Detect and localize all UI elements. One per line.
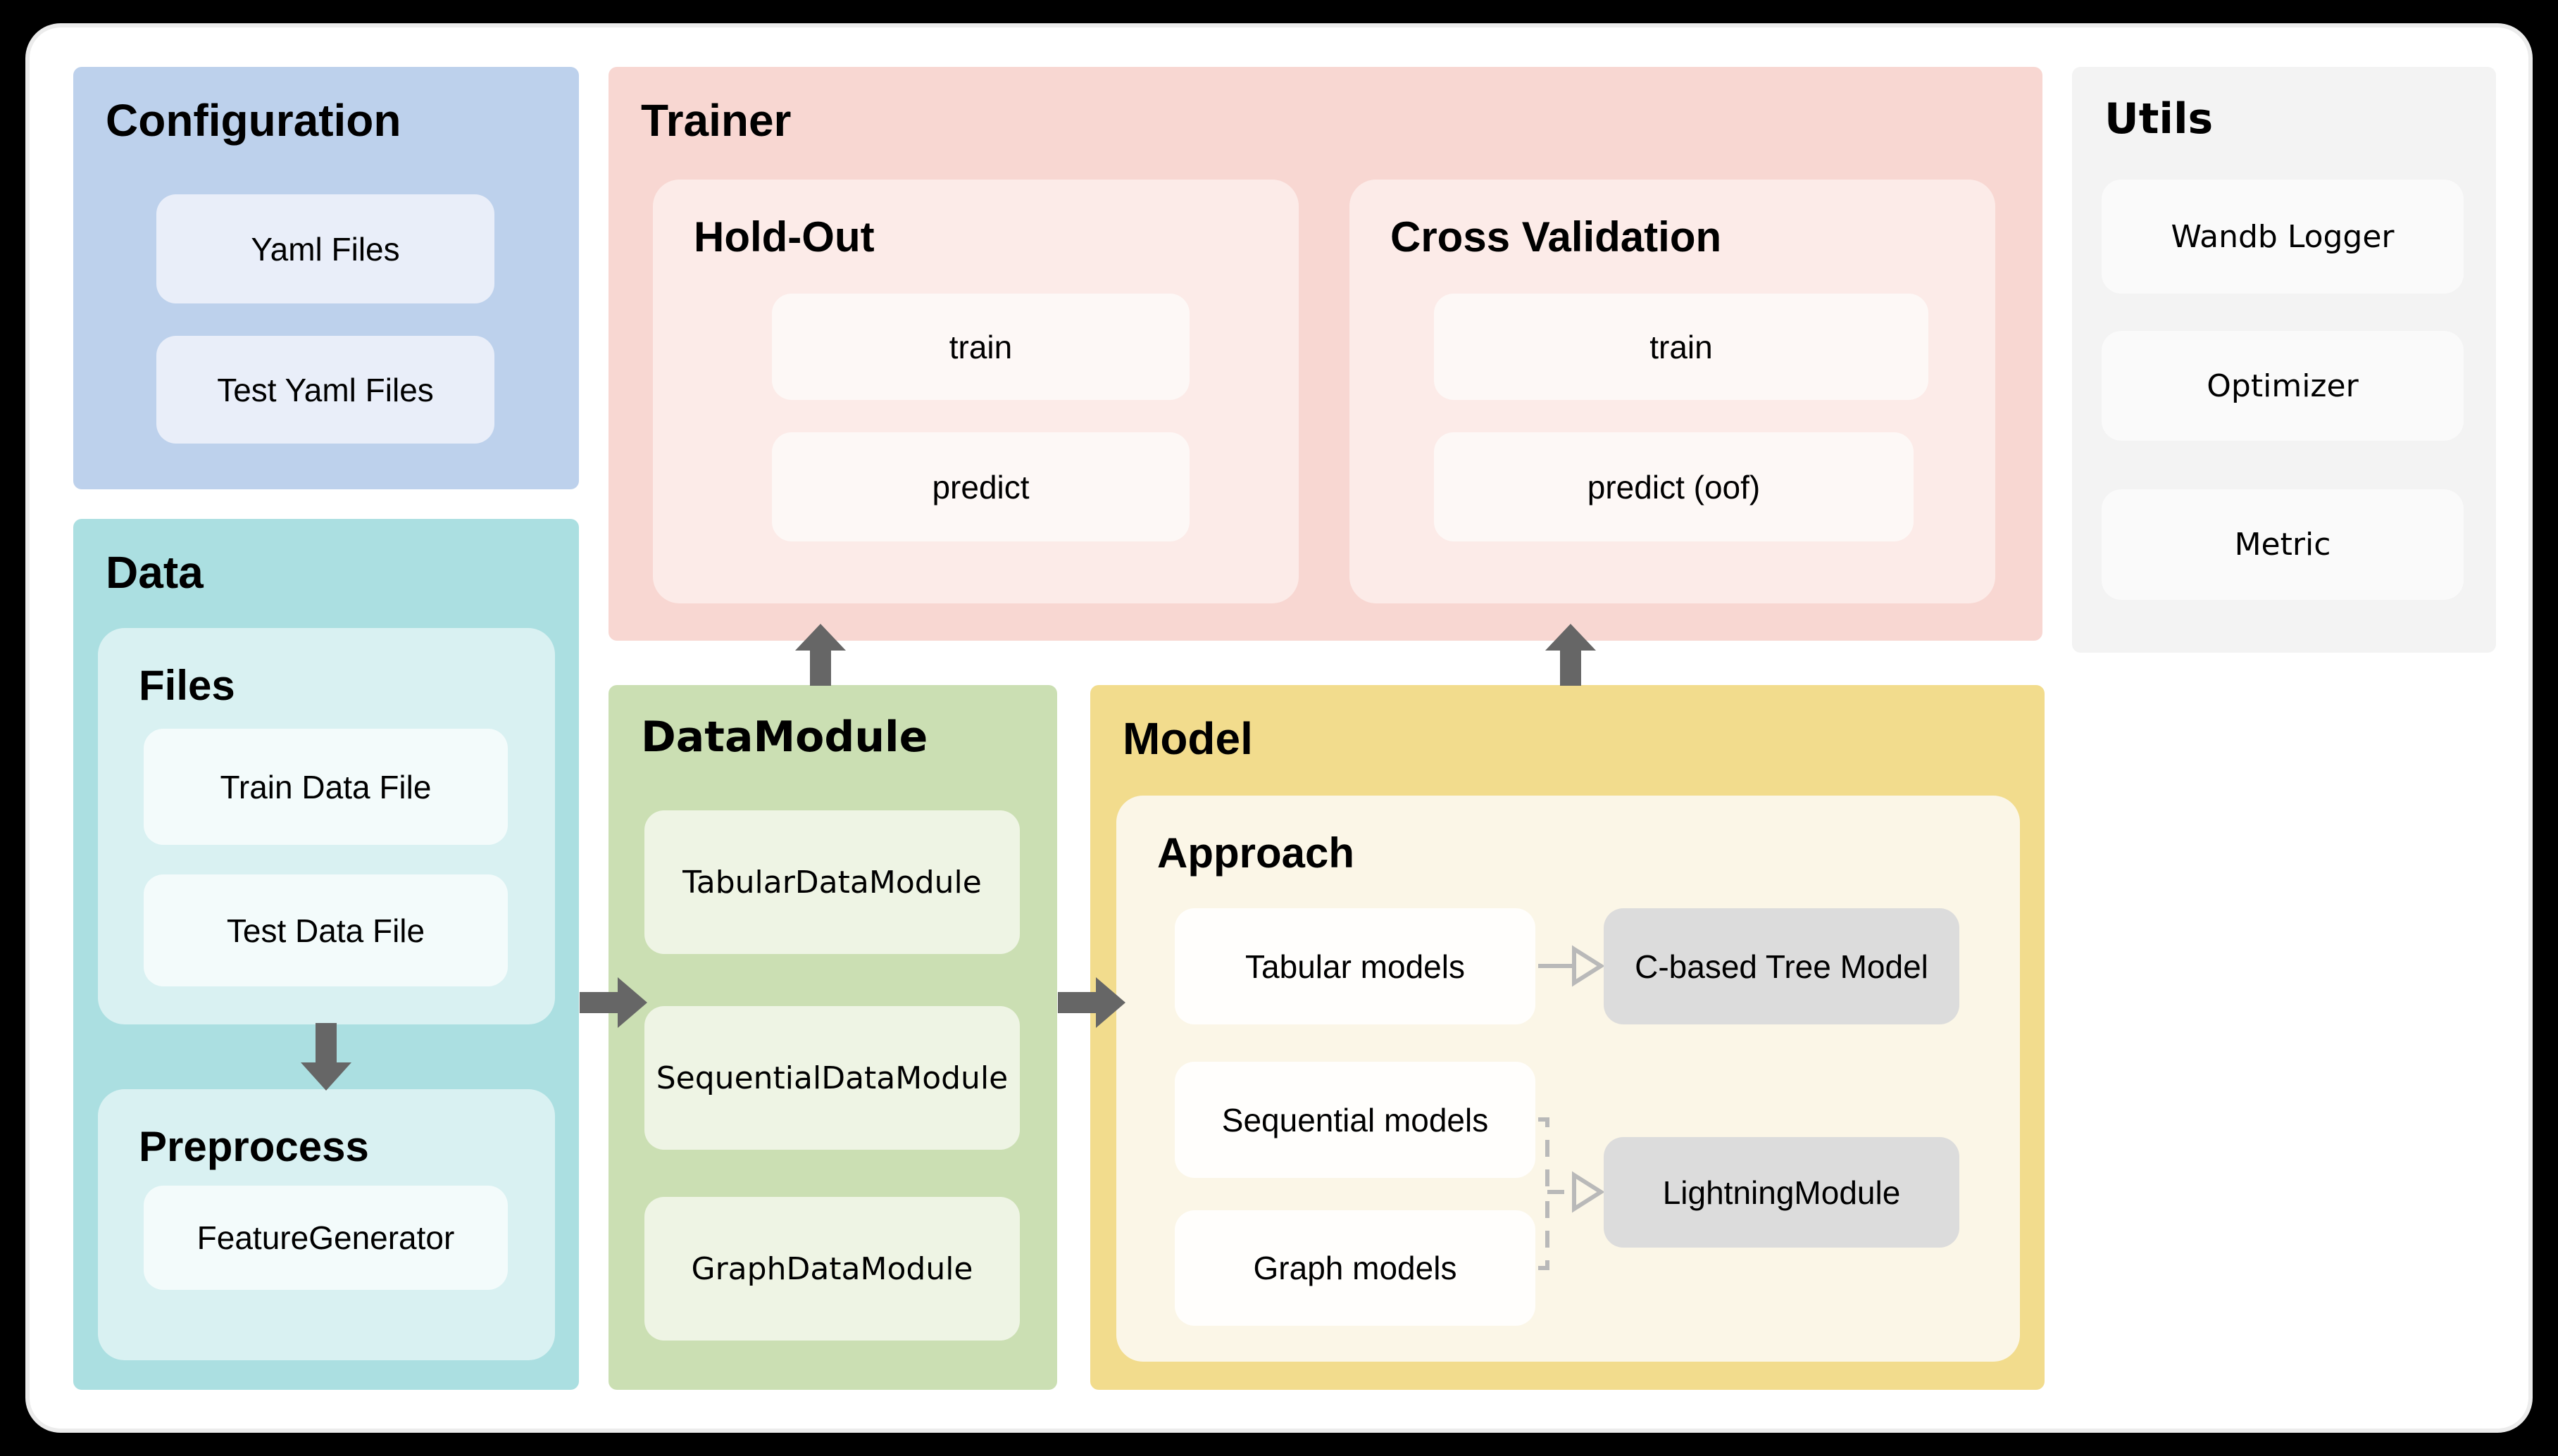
tabular-datamodule-box: TabularDataModule: [644, 810, 1020, 954]
section-trainer: Trainer Hold-Out train predict Cross Val…: [609, 67, 2042, 641]
sequential-datamodule-box: SequentialDataModule: [644, 1006, 1020, 1150]
feature-generator-box: FeatureGenerator: [144, 1186, 508, 1290]
cross-validation-title: Cross Validation: [1390, 213, 1722, 261]
arrow-data-to-datamodule: [580, 977, 647, 1028]
section-configuration: Configuration Yaml Files Test Yaml Files: [73, 67, 579, 489]
connector-tabular-to-tree-model: [1538, 945, 1605, 987]
arrow-datamodule-to-model: [1058, 977, 1125, 1028]
optimizer-box: Optimizer: [2102, 331, 2464, 441]
wandb-logger-box: Wandb Logger: [2102, 180, 2464, 294]
tabular-models-box: Tabular models: [1175, 908, 1535, 1024]
panel-approach: Approach Tabular models Sequential model…: [1116, 796, 2020, 1362]
cv-predict-oof-box: predict (oof): [1434, 432, 1914, 541]
holdout-predict-box: predict: [772, 432, 1190, 541]
datamodule-title: DataModule: [641, 713, 928, 762]
panel-cross-validation: Cross Validation train predict (oof): [1349, 180, 1995, 603]
trainer-title: Trainer: [641, 95, 792, 146]
configuration-title: Configuration: [106, 95, 401, 146]
test-yaml-files-box: Test Yaml Files: [156, 336, 494, 444]
train-data-file-box: Train Data File: [144, 729, 508, 845]
graph-datamodule-box: GraphDataModule: [644, 1197, 1020, 1341]
connector-sequential-graph-to-lightningmodule: [1538, 945, 1605, 1270]
lightning-module-box: LightningModule: [1604, 1137, 1959, 1248]
section-utils: Utils Wandb Logger Optimizer Metric: [2072, 67, 2496, 653]
section-model: Model Approach Tabular models Sequential…: [1090, 685, 2045, 1390]
panel-files: Files Train Data File Test Data File: [98, 628, 555, 1024]
yaml-files-box: Yaml Files: [156, 194, 494, 303]
c-based-tree-model-box: C-based Tree Model: [1604, 908, 1959, 1024]
approach-title: Approach: [1157, 829, 1355, 877]
metric-box: Metric: [2102, 489, 2464, 600]
sequential-models-box: Sequential models: [1175, 1062, 1535, 1178]
section-data: Data Files Train Data File Test Data Fil…: [73, 519, 579, 1390]
arrow-model-to-trainer: [1545, 624, 1596, 686]
preprocess-title: Preprocess: [139, 1123, 369, 1170]
panel-preprocess: Preprocess FeatureGenerator: [98, 1089, 555, 1360]
hold-out-title: Hold-Out: [694, 213, 875, 261]
test-data-file-box: Test Data File: [144, 874, 508, 986]
cv-train-box: train: [1434, 294, 1928, 400]
panel-hold-out: Hold-Out train predict: [653, 180, 1299, 603]
arrow-datamodule-to-trainer: [795, 624, 846, 686]
arrow-files-to-preprocess: [301, 1023, 351, 1091]
graph-models-box: Graph models: [1175, 1210, 1535, 1326]
holdout-train-box: train: [772, 294, 1190, 400]
model-title: Model: [1123, 713, 1253, 764]
utils-title: Utils: [2104, 94, 2214, 144]
files-title: Files: [139, 662, 235, 709]
data-title: Data: [106, 547, 204, 598]
section-datamodule: DataModule TabularDataModule SequentialD…: [609, 685, 1057, 1390]
